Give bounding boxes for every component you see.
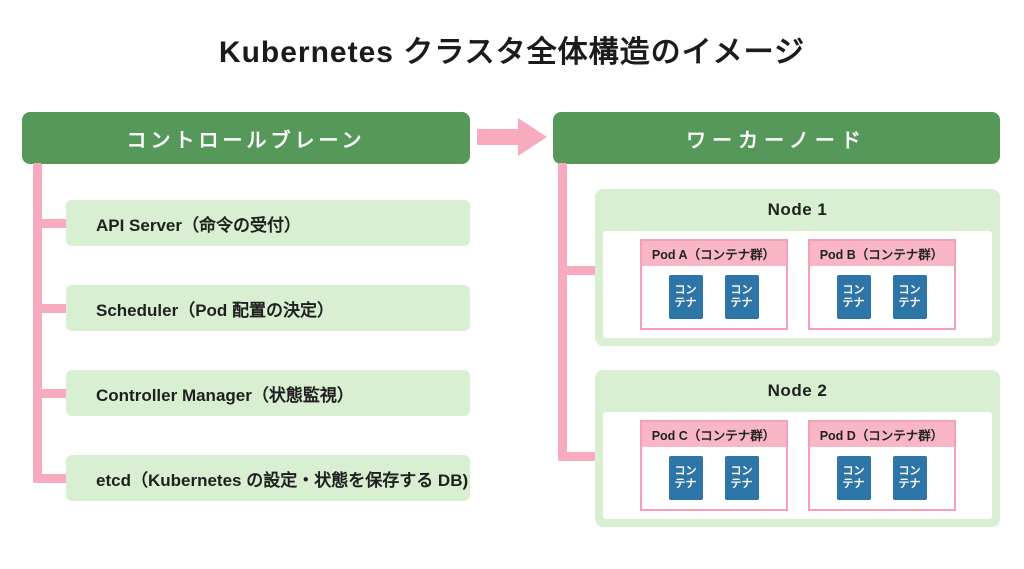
- connector-branch-api-server: [33, 219, 68, 228]
- container-box: コン テナ: [836, 456, 871, 500]
- component-api-server: API Server（命令の受付）: [66, 200, 470, 246]
- pod-c-containers: コン テナ コン テナ: [642, 447, 786, 509]
- worker-node-header: ワーカーノード: [553, 112, 1000, 164]
- connector-branch-controller-manager: [33, 389, 68, 398]
- node-2-title: Node 2: [767, 381, 828, 400]
- node-1-body: Pod A（コンテナ群） コン テナ コン テナ Pod B（コンテナ群） コン…: [603, 231, 992, 338]
- component-etcd: etcd（Kubernetes の設定・状態を保存する DB): [66, 455, 470, 501]
- arrow-right-icon: [477, 116, 549, 163]
- pod-a-label: Pod A（コンテナ群）: [641, 241, 786, 266]
- node-1-box: Node 1 Pod A（コンテナ群） コン テナ コン テナ Pod B（コン…: [595, 189, 1000, 346]
- pod-b-box: Pod B（コンテナ群） コン テナ コン テナ: [807, 239, 956, 330]
- container-box: コン テナ: [724, 456, 759, 500]
- container-box: コン テナ: [668, 275, 703, 319]
- node-1-title: Node 1: [767, 200, 828, 219]
- pod-a-box: Pod A（コンテナ群） コン テナ コン テナ: [639, 239, 788, 330]
- container-box: コン テナ: [892, 456, 927, 500]
- pod-b-containers: コン テナ コン テナ: [810, 266, 954, 328]
- container-box: コン テナ: [836, 275, 871, 319]
- component-scheduler: Scheduler（Pod 配置の決定）: [66, 285, 470, 331]
- pod-d-containers: コン テナ コン テナ: [810, 447, 954, 509]
- pod-d-label: Pod D（コンテナ群）: [809, 422, 954, 447]
- container-box: コン テナ: [668, 456, 703, 500]
- node-2-body: Pod C（コンテナ群） コン テナ コン テナ Pod D（コンテナ群） コン…: [603, 412, 992, 519]
- control-plane-connector-trunk: [33, 163, 42, 483]
- pod-a-containers: コン テナ コン テナ: [642, 266, 786, 328]
- node-2-box: Node 2 Pod C（コンテナ群） コン テナ コン テナ Pod D（コン…: [595, 370, 1000, 527]
- pod-d-box: Pod D（コンテナ群） コン テナ コン テナ: [807, 420, 956, 511]
- connector-branch-node-1: [558, 266, 596, 275]
- connector-branch-scheduler: [33, 304, 68, 313]
- control-plane-header: コントロールブレーン: [22, 112, 470, 164]
- container-box: コン テナ: [724, 275, 759, 319]
- pod-b-label: Pod B（コンテナ群）: [809, 241, 954, 266]
- connector-branch-node-2: [558, 452, 596, 461]
- pod-c-box: Pod C（コンテナ群） コン テナ コン テナ: [639, 420, 788, 511]
- page-title: Kubernetes クラスタ全体構造のイメージ: [218, 36, 806, 69]
- component-controller-manager: Controller Manager（状態監視）: [66, 370, 470, 416]
- worker-connector-trunk: [558, 163, 567, 461]
- pod-c-label: Pod C（コンテナ群）: [641, 422, 786, 447]
- container-box: コン テナ: [892, 275, 927, 319]
- connector-branch-etcd: [33, 474, 68, 483]
